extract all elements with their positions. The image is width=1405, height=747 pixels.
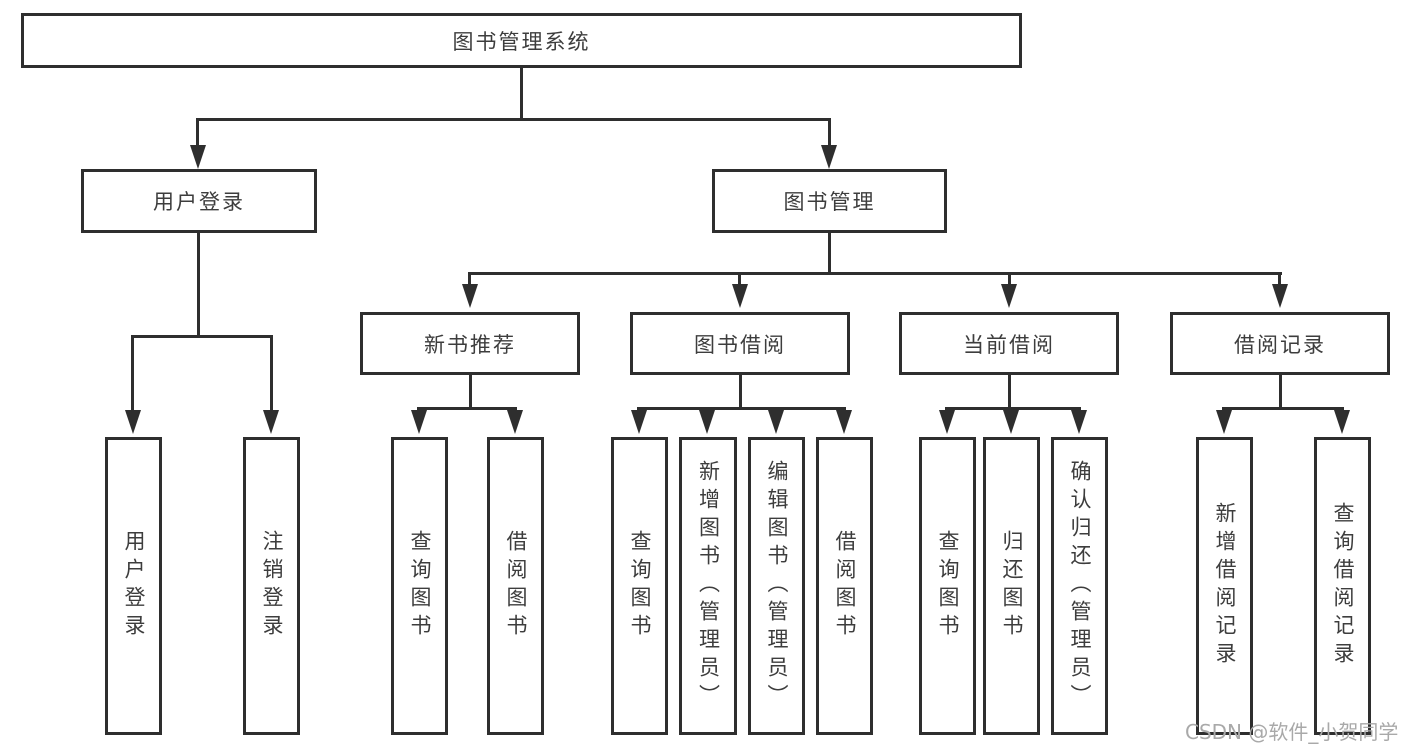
arrow-down-icon: [732, 284, 748, 308]
node-borrowing-records: 借阅记录: [1170, 312, 1390, 375]
arrow-down-icon: [507, 410, 523, 434]
arrow-down-icon: [699, 410, 715, 434]
arrow-down-icon: [263, 410, 279, 434]
node-new-book-recommendation: 新书推荐: [360, 312, 580, 375]
connector-line: [270, 335, 273, 415]
connector-line: [1008, 375, 1011, 409]
connector-line: [738, 272, 741, 288]
leaf-query-books-recommend: 查询图书: [391, 437, 448, 735]
connector-line: [197, 233, 200, 335]
connector-line: [828, 233, 831, 274]
connector-line: [1278, 272, 1281, 288]
arrow-down-icon: [768, 410, 784, 434]
connector-line: [739, 375, 742, 409]
leaf-logout: 注销登录: [243, 437, 300, 735]
leaf-borrow-books: 借阅图书: [816, 437, 873, 735]
connector-line: [469, 272, 1282, 275]
connector-line: [1279, 375, 1282, 409]
arrow-down-icon: [125, 410, 141, 434]
node-book-management: 图书管理: [712, 169, 947, 233]
connector-line: [945, 407, 1081, 410]
connector-line: [131, 335, 134, 415]
connector-line: [828, 118, 831, 148]
arrow-down-icon: [1001, 284, 1017, 308]
arrow-down-icon: [1216, 410, 1232, 434]
connector-line: [1222, 407, 1344, 410]
leaf-query-books-current: 查询图书: [919, 437, 976, 735]
arrow-down-icon: [836, 410, 852, 434]
leaf-query-books-borrowing: 查询图书: [611, 437, 668, 735]
arrow-down-icon: [190, 145, 206, 169]
leaf-user-login: 用户登录: [105, 437, 162, 735]
leaf-edit-books-admin: 编辑图书（管理员）: [748, 437, 805, 735]
leaf-add-borrow-record: 新增借阅记录: [1196, 437, 1253, 735]
connector-line: [637, 407, 846, 410]
connector-line: [469, 375, 472, 409]
connector-line: [520, 68, 523, 118]
arrow-down-icon: [939, 410, 955, 434]
leaf-query-borrow-record: 查询借阅记录: [1314, 437, 1371, 735]
arrow-down-icon: [411, 410, 427, 434]
connector-line: [197, 118, 831, 121]
connector-line: [132, 335, 273, 338]
arrow-down-icon: [1071, 410, 1087, 434]
connector-line: [468, 272, 471, 288]
connector-line: [1008, 272, 1011, 288]
connector-line: [417, 407, 517, 410]
node-current-borrowing: 当前借阅: [899, 312, 1119, 375]
leaf-borrow-books-recommend: 借阅图书: [487, 437, 544, 735]
arrow-down-icon: [1003, 410, 1019, 434]
arrow-down-icon: [1272, 284, 1288, 308]
leaf-return-books: 归还图书: [983, 437, 1040, 735]
connector-line: [196, 118, 199, 148]
arrow-down-icon: [631, 410, 647, 434]
arrow-down-icon: [462, 284, 478, 308]
arrow-down-icon: [1334, 410, 1350, 434]
node-book-borrowing: 图书借阅: [630, 312, 850, 375]
leaf-add-books-admin: 新增图书（管理员）: [679, 437, 737, 735]
watermark: CSDN @软件_小贺同学: [1185, 720, 1399, 744]
node-book-management-system: 图书管理系统: [21, 13, 1022, 68]
arrow-down-icon: [821, 145, 837, 169]
leaf-confirm-return-admin: 确认归还（管理员）: [1051, 437, 1108, 735]
node-user-login: 用户登录: [81, 169, 317, 233]
